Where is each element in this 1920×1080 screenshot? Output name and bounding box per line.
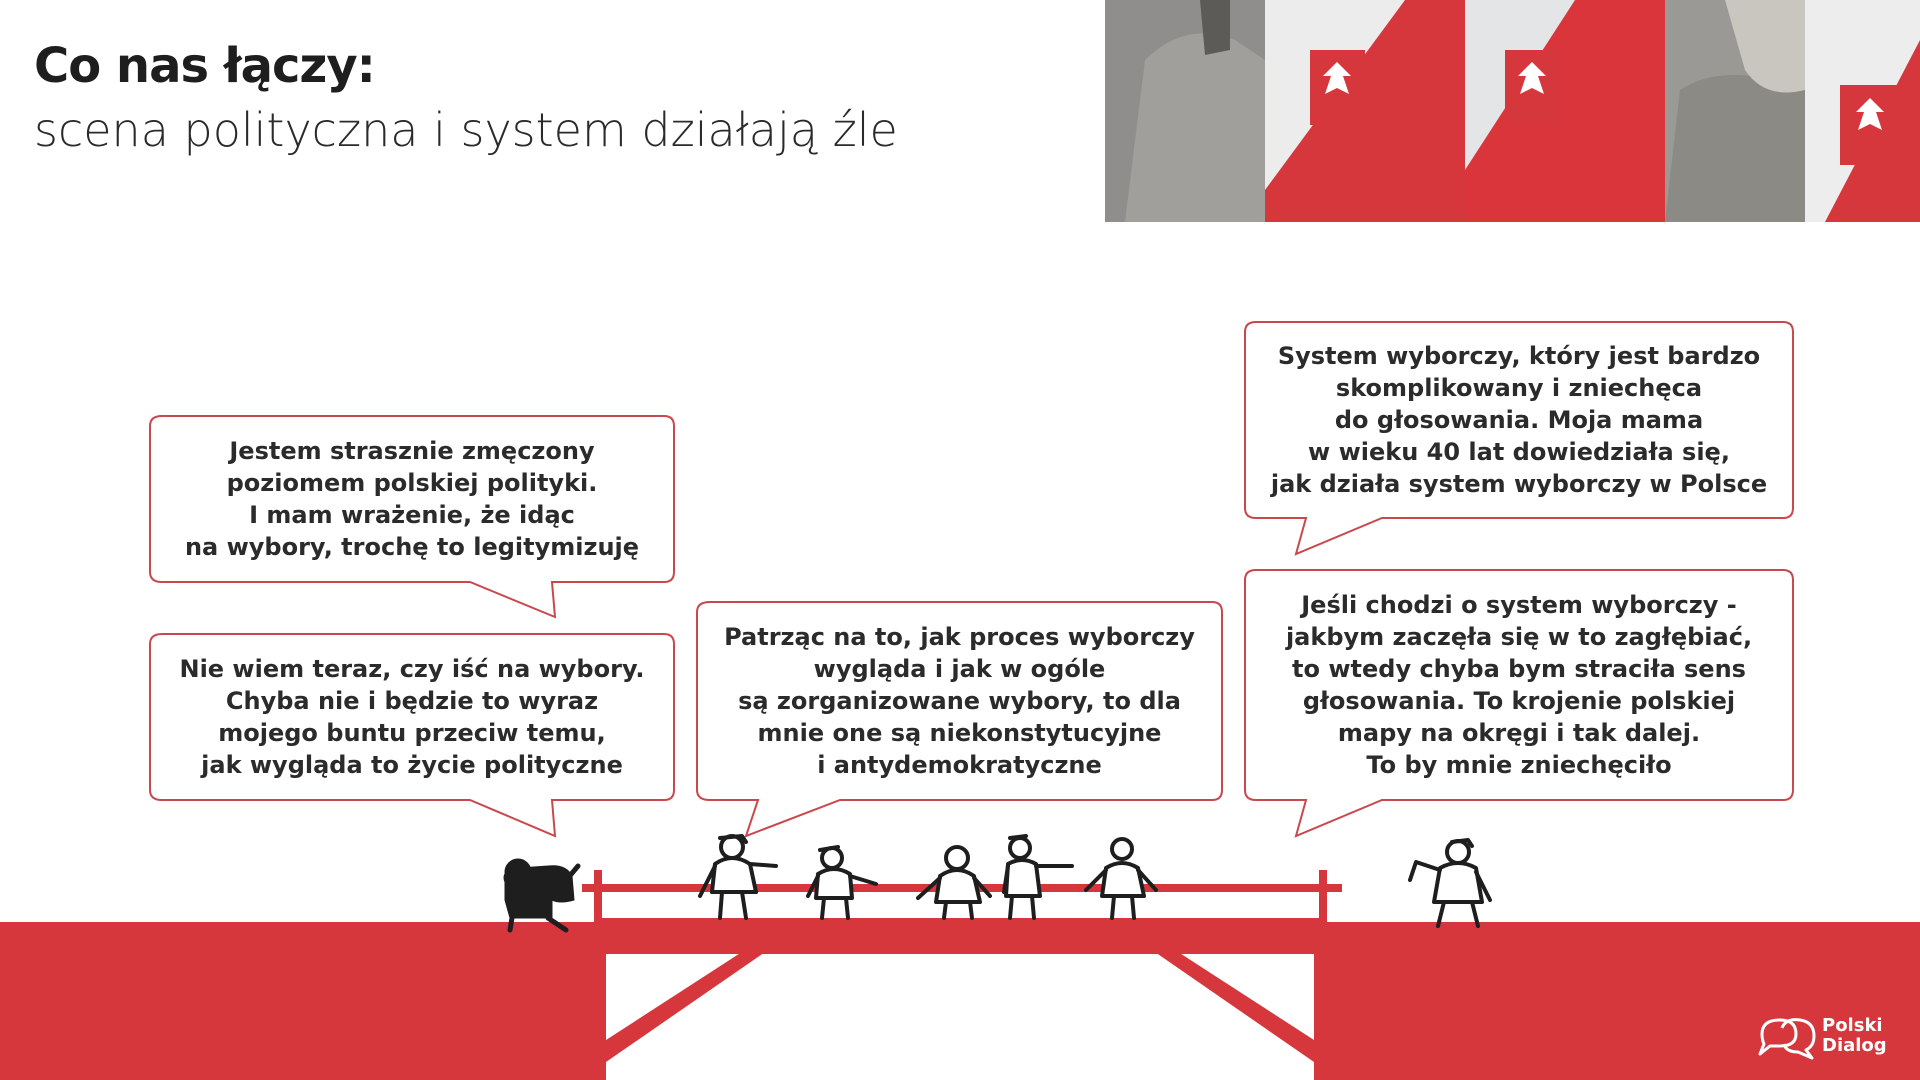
- figure-5: [1084, 837, 1158, 920]
- logo-text: Polski Dialog: [1822, 1016, 1887, 1056]
- figure-right: [1408, 838, 1492, 928]
- logo-line2: Dialog: [1822, 1035, 1887, 1056]
- logo-line1: Polski: [1822, 1015, 1883, 1036]
- figure-seated: [503, 858, 581, 933]
- quote-text-q4: System wyborczy, który jest bardzo skomp…: [1270, 342, 1768, 498]
- speech-bubble-q3: [696, 601, 1223, 838]
- quote-text-q1: Jestem strasznie zmęczony poziomem polsk…: [184, 437, 640, 561]
- speech-bubble-q1: [149, 415, 675, 619]
- speech-bubbles-icon: [1758, 1018, 1816, 1060]
- speech-bubble-q2: [149, 633, 675, 838]
- railing-post-right: [1319, 870, 1327, 924]
- speech-bubble-q4: [1244, 321, 1794, 556]
- figure-2: [806, 845, 878, 920]
- polling-booths-photo: [1105, 0, 1920, 222]
- speech-bubble-q5: [1244, 569, 1794, 838]
- quote-text-q5: Jeśli chodzi o system wyborczy - jakbym …: [1285, 591, 1753, 779]
- figure-3: [916, 845, 992, 920]
- slide-title: Co nas łączy:: [34, 38, 376, 94]
- bridge-deck: [600, 918, 1320, 954]
- bridge-strut-left: [606, 950, 768, 1062]
- figure-4: [1002, 834, 1074, 920]
- bridge-opening: [606, 950, 1314, 1080]
- quote-text-q3: Patrząc na to, jak proces wyborczy wyglą…: [724, 623, 1195, 779]
- quote-text-q2: Nie wiem teraz, czy iść na wybory. Chyba…: [179, 655, 645, 779]
- title-block: Co nas łączy: scena polityczna i system …: [34, 36, 898, 160]
- bridge-strut-right: [1152, 950, 1314, 1062]
- railing-post-left: [594, 870, 602, 924]
- figure-1: [698, 834, 778, 920]
- slide-subtitle: scena polityczna i system działają źle: [34, 103, 898, 157]
